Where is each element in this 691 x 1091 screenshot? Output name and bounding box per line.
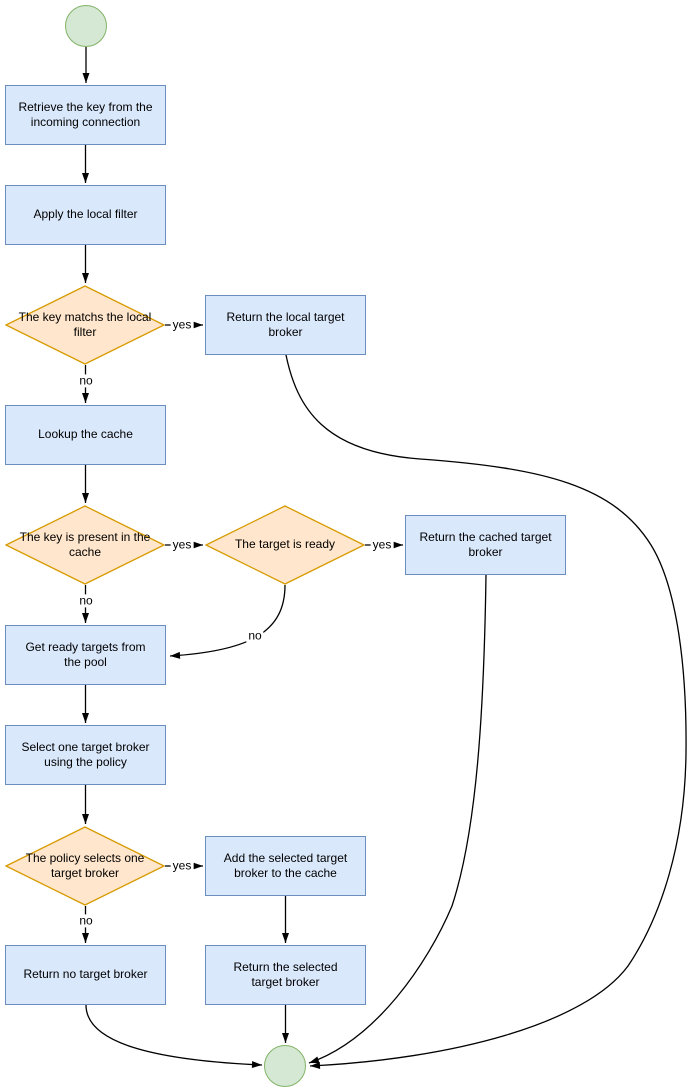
process-return-local-broker[interactable]: Return the local target broker xyxy=(205,295,366,355)
process-label: Select one target broker using the polic… xyxy=(21,739,150,769)
process-return-selected-broker[interactable]: Return the selected target broker xyxy=(205,945,366,1005)
start-node[interactable] xyxy=(65,5,107,47)
process-add-selected-to-cache[interactable]: Add the selected target broker to the ca… xyxy=(205,836,366,896)
edge-returncached-to-end xyxy=(308,574,487,1064)
process-label: Return the selected target broker xyxy=(233,959,338,989)
process-label: Retrieve the key from the incoming conne… xyxy=(18,99,153,129)
edge-returnlocal-to-end xyxy=(285,354,687,1070)
decision-key-matches-filter[interactable]: The key matchs the local filter xyxy=(5,285,165,365)
edge-label-yes: yes xyxy=(170,537,194,552)
decision-label: The key matchs the local filter xyxy=(18,309,152,339)
end-node[interactable] xyxy=(264,1045,306,1087)
process-return-cached-broker[interactable]: Return the cached target broker xyxy=(405,515,566,575)
edge-label-no: no xyxy=(246,628,264,643)
decision-policy-selects-one[interactable]: The policy selects one target broker xyxy=(5,826,165,906)
process-apply-local-filter[interactable]: Apply the local filter xyxy=(5,185,166,245)
process-retrieve-key[interactable]: Retrieve the key from the incoming conne… xyxy=(5,85,166,145)
diamond-shape xyxy=(205,505,365,585)
process-select-one-broker[interactable]: Select one target broker using the polic… xyxy=(5,725,166,785)
edge-label-no: no xyxy=(77,913,95,928)
diamond-shape xyxy=(5,826,165,906)
process-label: Lookup the cache xyxy=(38,427,133,442)
process-label: Return the local target broker xyxy=(226,309,345,339)
process-label: Apply the local filter xyxy=(33,207,138,222)
decision-key-present-in-cache[interactable]: The key is present in the cache xyxy=(5,505,165,585)
diamond-shape xyxy=(5,505,165,585)
process-label: Return the cached target broker xyxy=(419,529,552,559)
edge-label-no: no xyxy=(77,593,95,608)
diamond-shape xyxy=(5,285,165,365)
decision-label: The target is ready xyxy=(234,537,336,552)
edge-label-yes: yes xyxy=(170,858,194,873)
process-label: Get ready targets from the pool xyxy=(25,639,146,669)
decision-label: The key is present in the cache xyxy=(19,529,151,559)
edge-returnno-to-end xyxy=(85,1004,263,1069)
edge-targetready-no-getready xyxy=(169,584,286,659)
decision-label: The policy selects one target broker xyxy=(25,850,145,880)
edge-label-yes: yes xyxy=(170,317,194,332)
edge-label-yes: yes xyxy=(370,537,394,552)
decision-target-is-ready[interactable]: The target is ready xyxy=(205,505,365,585)
process-get-ready-targets[interactable]: Get ready targets from the pool xyxy=(5,625,166,685)
process-label: Return no target broker xyxy=(23,967,148,982)
process-return-no-broker[interactable]: Return no target broker xyxy=(5,945,166,1005)
process-lookup-cache[interactable]: Lookup the cache xyxy=(5,405,166,465)
process-label: Add the selected target broker to the ca… xyxy=(223,850,348,880)
edge-label-no: no xyxy=(77,373,95,388)
